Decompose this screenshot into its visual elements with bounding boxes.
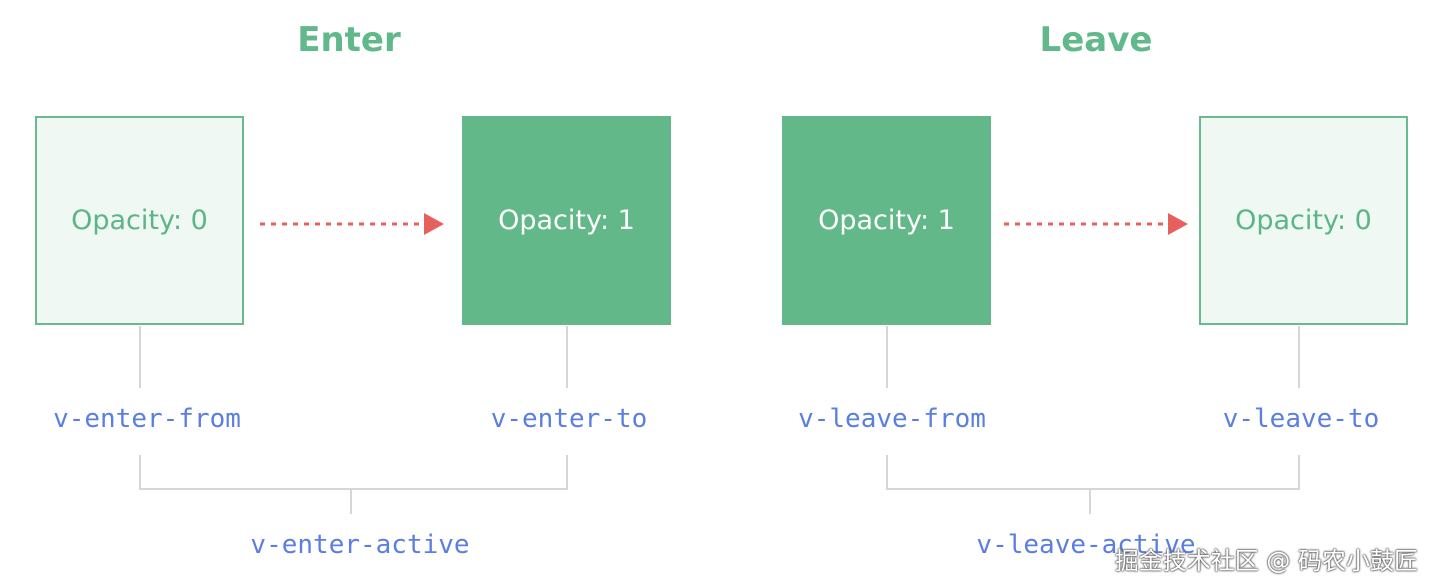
leave-to-box: Opacity: 0 bbox=[1199, 116, 1408, 325]
enter-from-box: Opacity: 0 bbox=[35, 116, 244, 325]
enter-from-box-label: Opacity: 0 bbox=[71, 205, 208, 236]
enter-to-class-label: v-enter-to bbox=[490, 404, 648, 434]
leave-from-box-label: Opacity: 1 bbox=[818, 205, 955, 236]
leave-title: Leave bbox=[1039, 20, 1153, 60]
leave-to-box-label: Opacity: 0 bbox=[1235, 205, 1372, 236]
enter-title: Enter bbox=[297, 20, 401, 60]
enter-transition-arrow bbox=[260, 213, 444, 235]
leave-transition-arrow bbox=[1004, 213, 1188, 235]
watermark-text: 掘金技术社区 @ 码农小鼓匠 bbox=[1114, 547, 1418, 575]
enter-to-box-label: Opacity: 1 bbox=[498, 205, 635, 236]
enter-active-bracket bbox=[139, 455, 568, 490]
leave-active-bracket bbox=[886, 455, 1300, 490]
leave-from-box: Opacity: 1 bbox=[782, 116, 991, 325]
enter-to-box: Opacity: 1 bbox=[462, 116, 671, 325]
leave-active-class-label: v-leave-active bbox=[976, 530, 1196, 560]
enter-active-class-label: v-enter-active bbox=[250, 530, 470, 560]
leave-from-class-label: v-leave-from bbox=[798, 404, 986, 434]
leave-to-class-label: v-leave-to bbox=[1222, 404, 1380, 434]
enter-from-class-label: v-enter-from bbox=[53, 404, 241, 434]
